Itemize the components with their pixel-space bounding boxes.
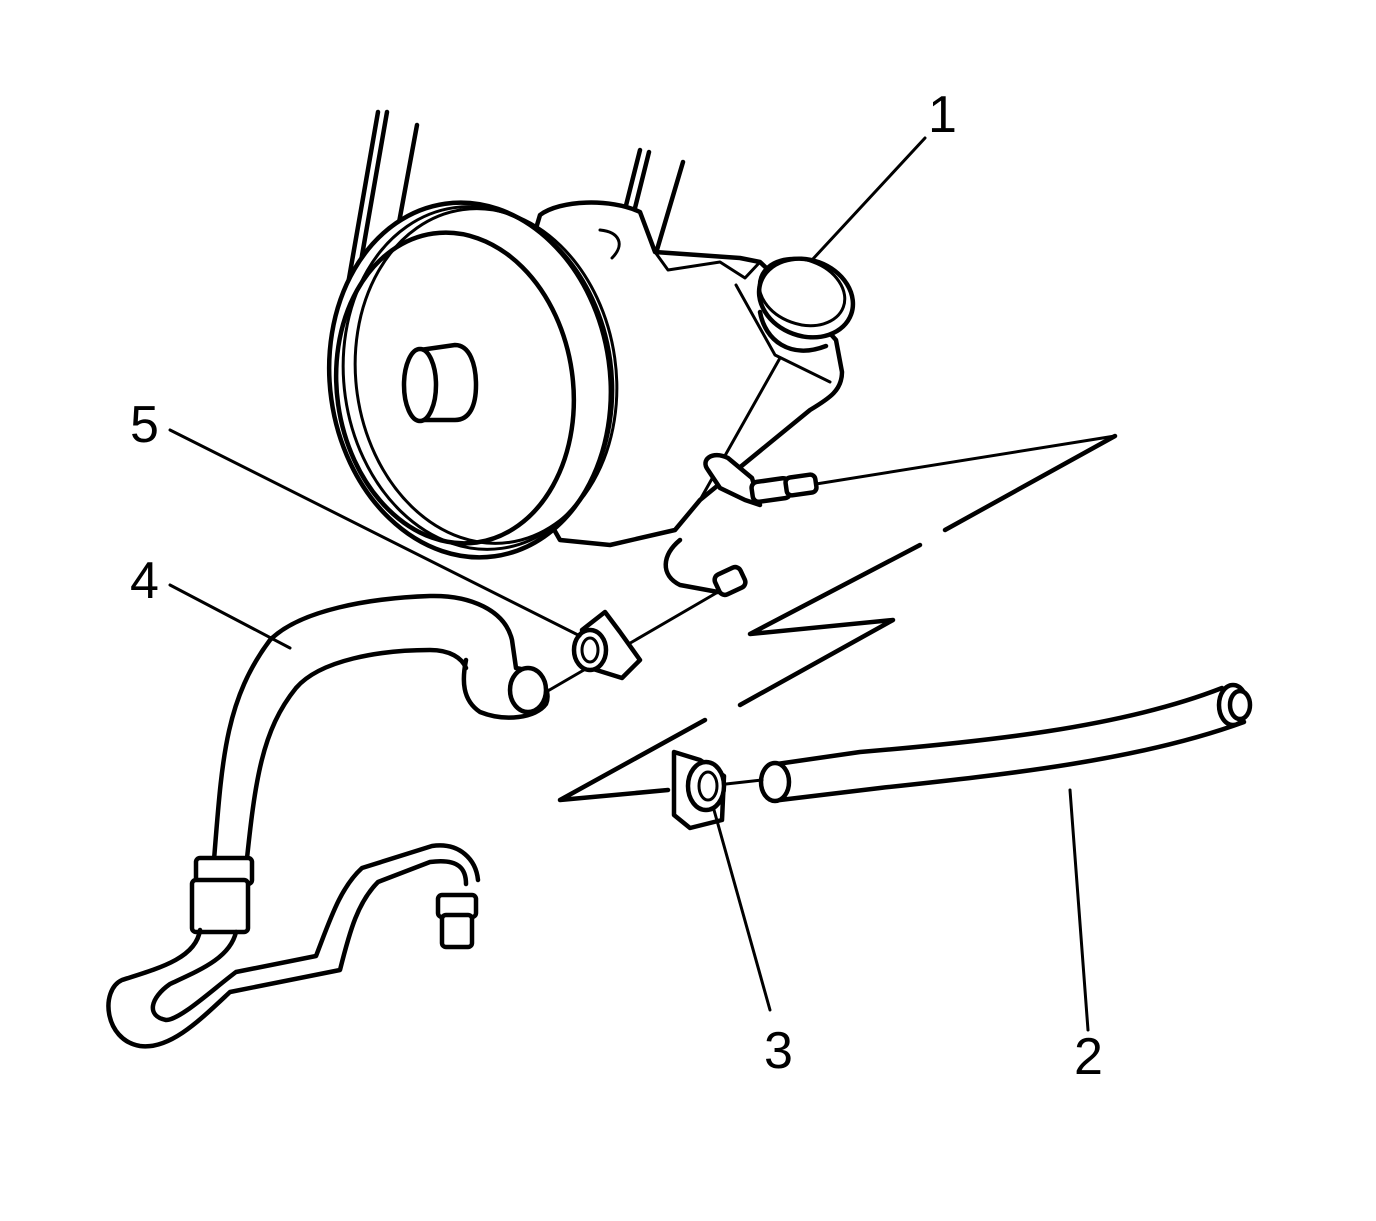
callout-1: 1: [928, 86, 957, 144]
reservoir-cap: [756, 256, 856, 353]
clamp-3: [671, 749, 727, 831]
break-line: [557, 433, 1118, 803]
clamp-5: [571, 609, 643, 681]
callout-2: 2: [1074, 1028, 1103, 1086]
pump-return-fitting: [703, 434, 1117, 508]
callout-3: 3: [764, 1022, 793, 1080]
leader-lines: [168, 136, 1090, 1032]
pump-pulley: [326, 200, 619, 560]
return-hose: [706, 682, 1253, 804]
pump-pressure-fitting: [663, 537, 748, 598]
pressure-hose: [106, 590, 720, 1049]
callout-5: 5: [130, 396, 159, 454]
callout-4: 4: [130, 552, 159, 610]
